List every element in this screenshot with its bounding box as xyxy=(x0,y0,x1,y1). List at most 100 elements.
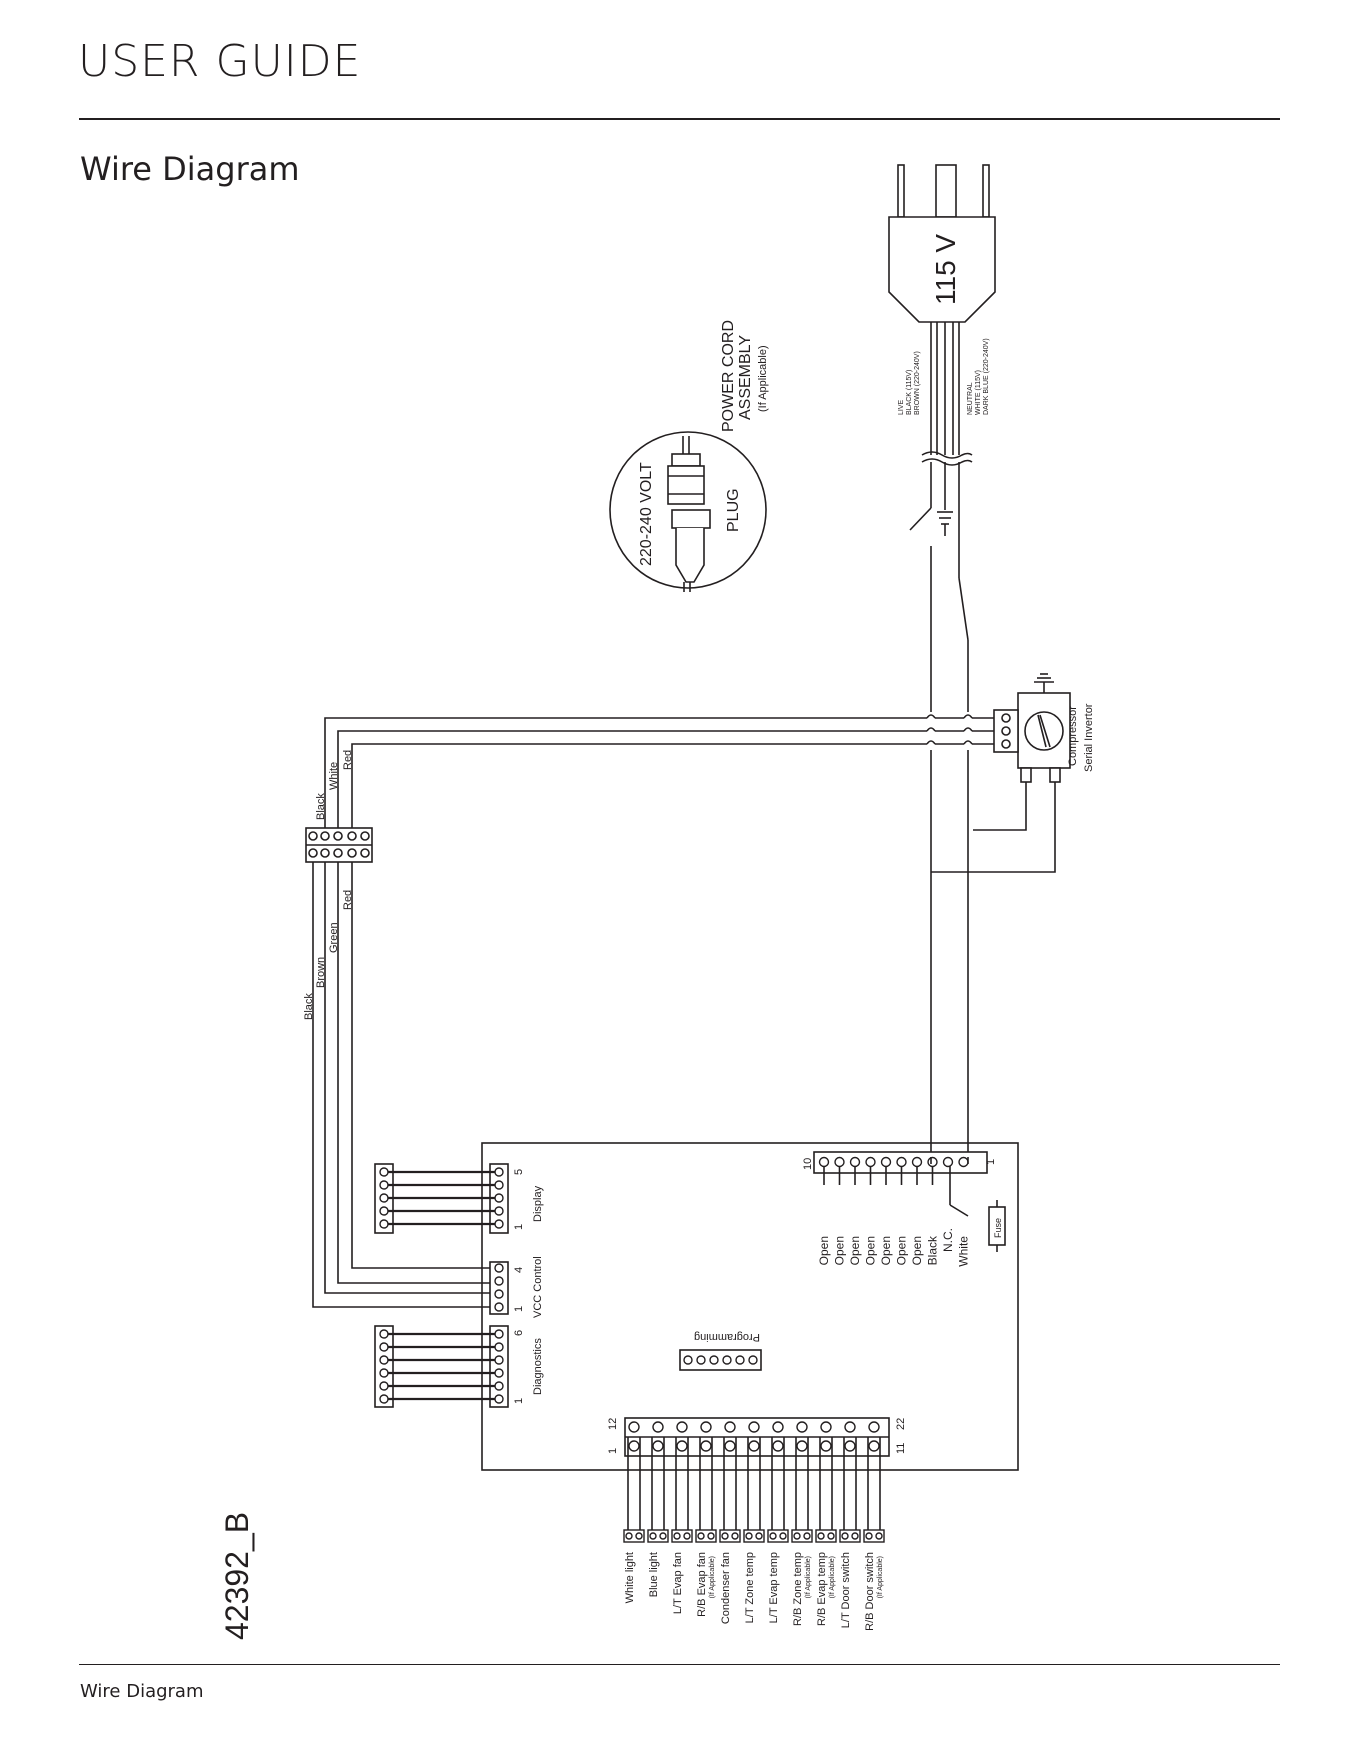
board-terminal-top xyxy=(628,1421,640,1433)
board-terminal-bottom xyxy=(796,1440,808,1452)
power-cord-note: (If Applicable) xyxy=(757,345,769,412)
power-pin-label: Open xyxy=(864,1236,878,1265)
board-terminal-bottom xyxy=(652,1440,664,1452)
board-terminal-bottom xyxy=(724,1440,736,1452)
power-header-pin xyxy=(911,1156,923,1168)
section-title: Wire Diagram xyxy=(80,150,300,188)
diagnostics-right-pin xyxy=(494,1381,504,1391)
load-label: White light xyxy=(624,1552,636,1603)
power-header-pin xyxy=(958,1156,969,1168)
power-pin-label: Open xyxy=(910,1236,924,1265)
display-pin-last: 5 xyxy=(513,1169,525,1175)
load-terminal-pin xyxy=(721,1532,729,1540)
power-pin-label: Black xyxy=(926,1235,940,1265)
bottom-pin-bottom-right: 11 xyxy=(895,1443,907,1454)
power-cord-title-1: POWER CORD xyxy=(720,320,737,432)
load-label: R/B Evap temp xyxy=(816,1552,828,1626)
load-terminal-pin xyxy=(793,1532,801,1540)
power-cord-title-2: ASSEMBLY xyxy=(737,335,754,420)
load-note: (If Applicable) xyxy=(877,1556,884,1598)
board-terminal-top xyxy=(820,1421,832,1433)
live-label-1: LIVE xyxy=(898,399,905,415)
power-pin-label: Open xyxy=(848,1236,862,1265)
bottom-wire-red: Red xyxy=(342,890,354,910)
live-label-3: BROWN (220-240V) xyxy=(914,351,921,415)
plug-115v xyxy=(888,164,996,323)
load-label: Condenser fan xyxy=(720,1552,732,1624)
diagnostics-left-pin xyxy=(379,1381,389,1391)
diagnostics-right-pin xyxy=(494,1329,504,1339)
top-wire-white: White xyxy=(328,762,340,790)
power-pin-label: Open xyxy=(817,1236,831,1265)
compressor xyxy=(931,673,1071,873)
live-label-2: BLACK (115V) xyxy=(906,370,913,415)
programming-pin xyxy=(709,1355,719,1365)
display-right-pin xyxy=(494,1193,504,1203)
vcc-pin-first: 1 xyxy=(513,1306,525,1312)
load-terminal-pin xyxy=(707,1532,715,1540)
top-wire-red: Red xyxy=(342,750,354,770)
header-rule xyxy=(79,118,1280,120)
load-terminal-pin xyxy=(683,1532,691,1540)
alt-plug-label: PLUG xyxy=(725,488,742,532)
diagnostics-left-pin xyxy=(379,1368,389,1378)
power-header-pin xyxy=(927,1156,938,1168)
power-header-pin xyxy=(849,1156,861,1168)
diagnostics-left-pin xyxy=(379,1329,389,1339)
power-header-pin xyxy=(942,1156,954,1168)
board-terminal-bottom xyxy=(844,1440,856,1452)
power-header-pin xyxy=(818,1156,830,1168)
display-right-pin xyxy=(494,1206,504,1216)
diagnostics-left-pin xyxy=(379,1355,389,1365)
display-left-pin xyxy=(379,1193,389,1203)
programming-pin xyxy=(735,1355,745,1365)
power-header-pin xyxy=(865,1156,876,1168)
board-terminal-top xyxy=(868,1421,880,1433)
display-left-pin xyxy=(379,1219,389,1229)
load-label: L/T Zone temp xyxy=(744,1552,756,1623)
bottom-pin-top-right: 22 xyxy=(895,1418,907,1430)
alt-plug-circle xyxy=(609,431,767,592)
neutral-label-2: WHITE (115V) xyxy=(975,370,982,415)
power-header-pin xyxy=(896,1156,907,1168)
diagnostics-right-pin xyxy=(494,1368,504,1378)
diagnostics-label: Diagnostics xyxy=(532,1338,544,1395)
load-terminal-pin xyxy=(673,1532,681,1540)
diagnostics-right-pin xyxy=(494,1355,504,1365)
load-label: R/B Door switch xyxy=(864,1552,876,1631)
board-terminal-top xyxy=(652,1421,664,1433)
board-terminal-top xyxy=(700,1421,712,1433)
load-terminal-pin xyxy=(731,1532,739,1540)
neutral-label-3: DARK BLUE (220-240V) xyxy=(983,338,990,415)
vcc-pin xyxy=(494,1289,504,1299)
load-label: R/B Evap fan xyxy=(696,1552,708,1617)
display-right-pin xyxy=(494,1180,504,1190)
bottom-pin-bottom-left: 1 xyxy=(607,1448,619,1454)
programming-pin xyxy=(696,1355,706,1365)
bottom-wire-black: Black xyxy=(303,993,315,1020)
load-terminal-pin xyxy=(865,1532,873,1540)
board-terminal-bottom xyxy=(628,1440,640,1452)
vcc-pin xyxy=(494,1302,504,1312)
power-pin-last: 1 xyxy=(985,1159,997,1165)
load-label: L/T Evap temp xyxy=(768,1552,780,1623)
power-pin-label: Open xyxy=(895,1236,909,1265)
footer-rule xyxy=(79,1664,1280,1665)
bottom-pin-top-left: 12 xyxy=(607,1418,619,1430)
load-terminal-pin xyxy=(875,1532,883,1540)
power-pin-label: Open xyxy=(879,1236,893,1265)
diagnostics-pin-first: 1 xyxy=(513,1398,525,1404)
power-pin-label: White xyxy=(957,1236,971,1267)
load-label: L/T Door switch xyxy=(840,1552,852,1628)
page-header-title: USER GUIDE xyxy=(78,36,362,87)
programming-pin xyxy=(748,1355,758,1365)
board-terminal-top xyxy=(724,1421,736,1433)
display-right-pin xyxy=(494,1219,504,1229)
vcc-label: VCC Control xyxy=(532,1256,544,1318)
load-terminal-pin xyxy=(755,1532,763,1540)
power-pin-label: N.C. xyxy=(941,1228,955,1252)
load-label: L/T Evap fan xyxy=(672,1552,684,1614)
vcc-pin-last: 4 xyxy=(513,1267,525,1273)
neutral-label-1: NEUTRAL xyxy=(967,382,974,415)
